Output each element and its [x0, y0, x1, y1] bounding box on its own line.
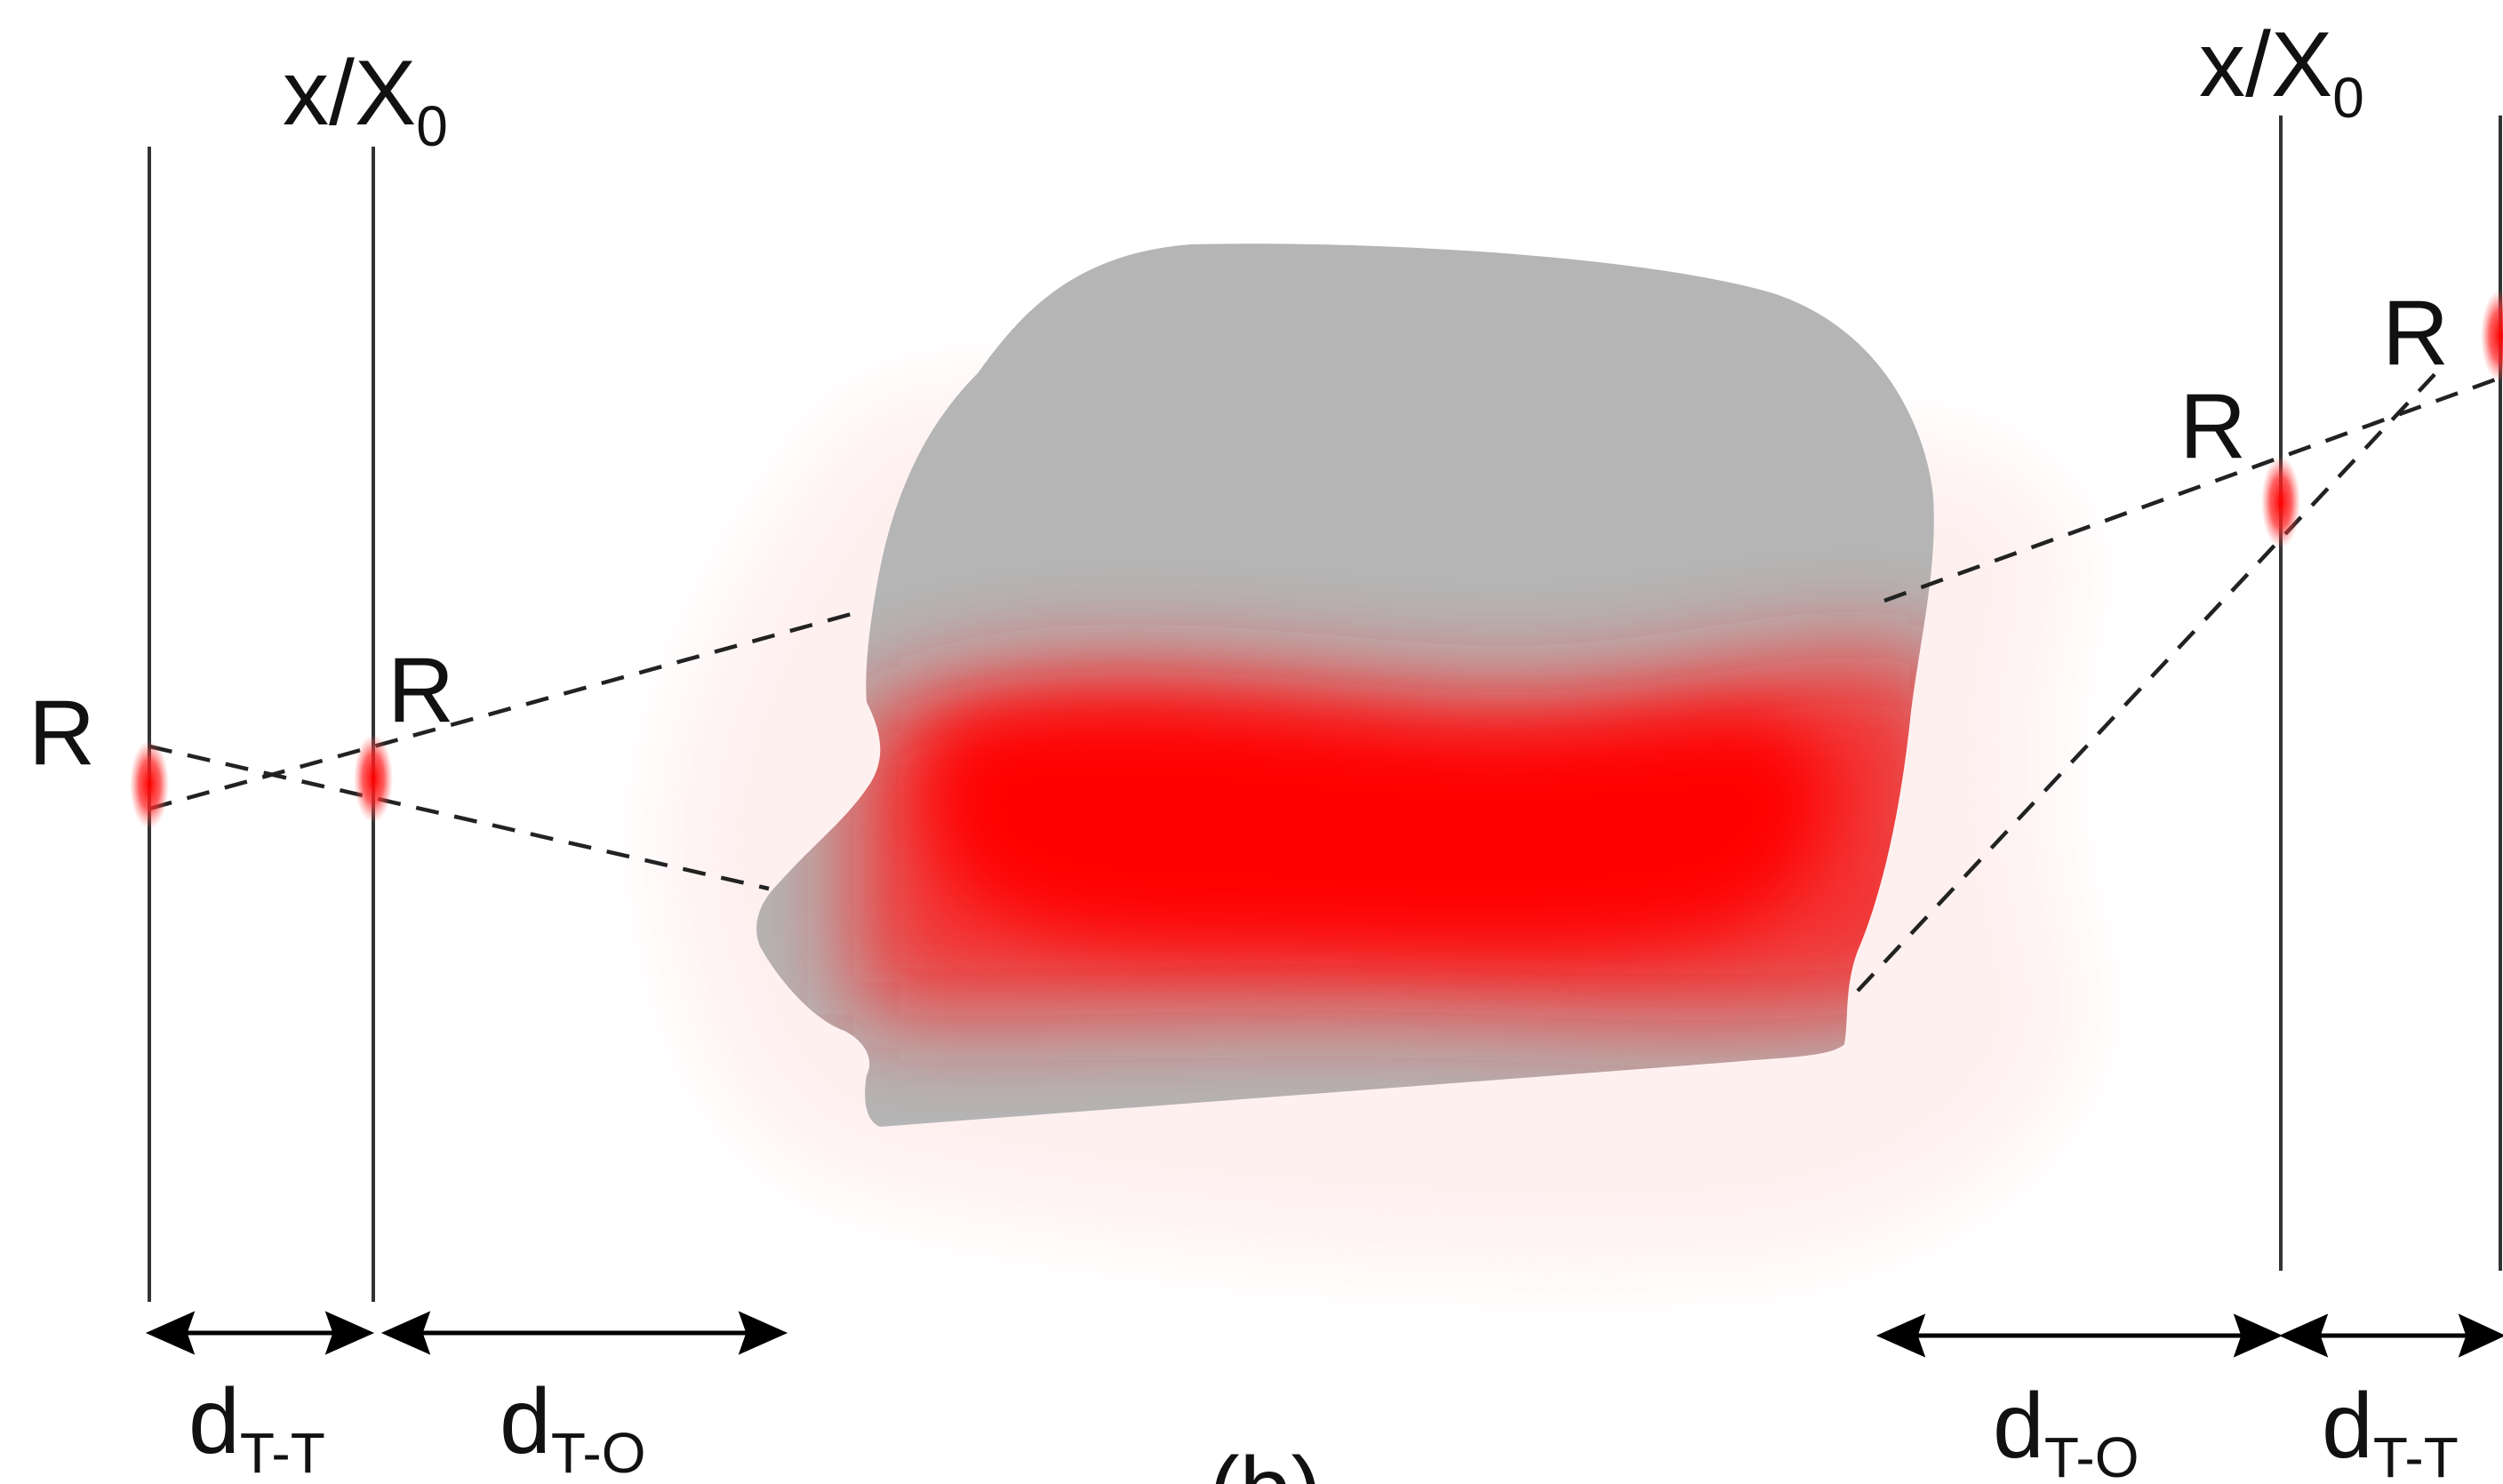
- dim-arrow-left-to: [380, 1311, 788, 1355]
- dim-label-right-tt: dT-T: [2322, 1375, 2459, 1484]
- track-lines: [148, 367, 2503, 993]
- track-right-lower: [1856, 367, 2442, 993]
- dim-arrow-left-tt: [145, 1311, 375, 1355]
- axis-label-left: x/X0: [283, 42, 448, 158]
- head-silhouette: [756, 243, 1934, 1127]
- hit-label-right-inner: R: [2179, 375, 2246, 478]
- hit-spot-right-outer: [2481, 290, 2503, 382]
- track-left-lower: [148, 744, 770, 891]
- hit-spots: [130, 290, 2503, 829]
- dimension-arrows: [145, 1311, 2503, 1358]
- hit-label-right-outer: R: [2382, 282, 2449, 385]
- figure-caption: (b): [1209, 1439, 1322, 1484]
- dim-arrow-right-to: [1875, 1313, 2283, 1358]
- dim-label-left-tt: dT-T: [188, 1370, 325, 1484]
- axis-label-right: x/X0: [2199, 13, 2364, 130]
- hit-spot-right-inner: [2261, 456, 2300, 548]
- hit-spot-left-inner: [354, 734, 393, 823]
- dim-label-right-to: dT-O: [1993, 1375, 2139, 1484]
- dose-band: [853, 655, 1934, 1021]
- hit-label-left-inner: R: [388, 639, 454, 742]
- dim-label-left-to: dT-O: [500, 1370, 646, 1484]
- hit-spot-left-outer: [130, 740, 169, 829]
- hit-label-left-outer: R: [28, 682, 95, 785]
- dim-arrow-right-tt: [2278, 1313, 2503, 1358]
